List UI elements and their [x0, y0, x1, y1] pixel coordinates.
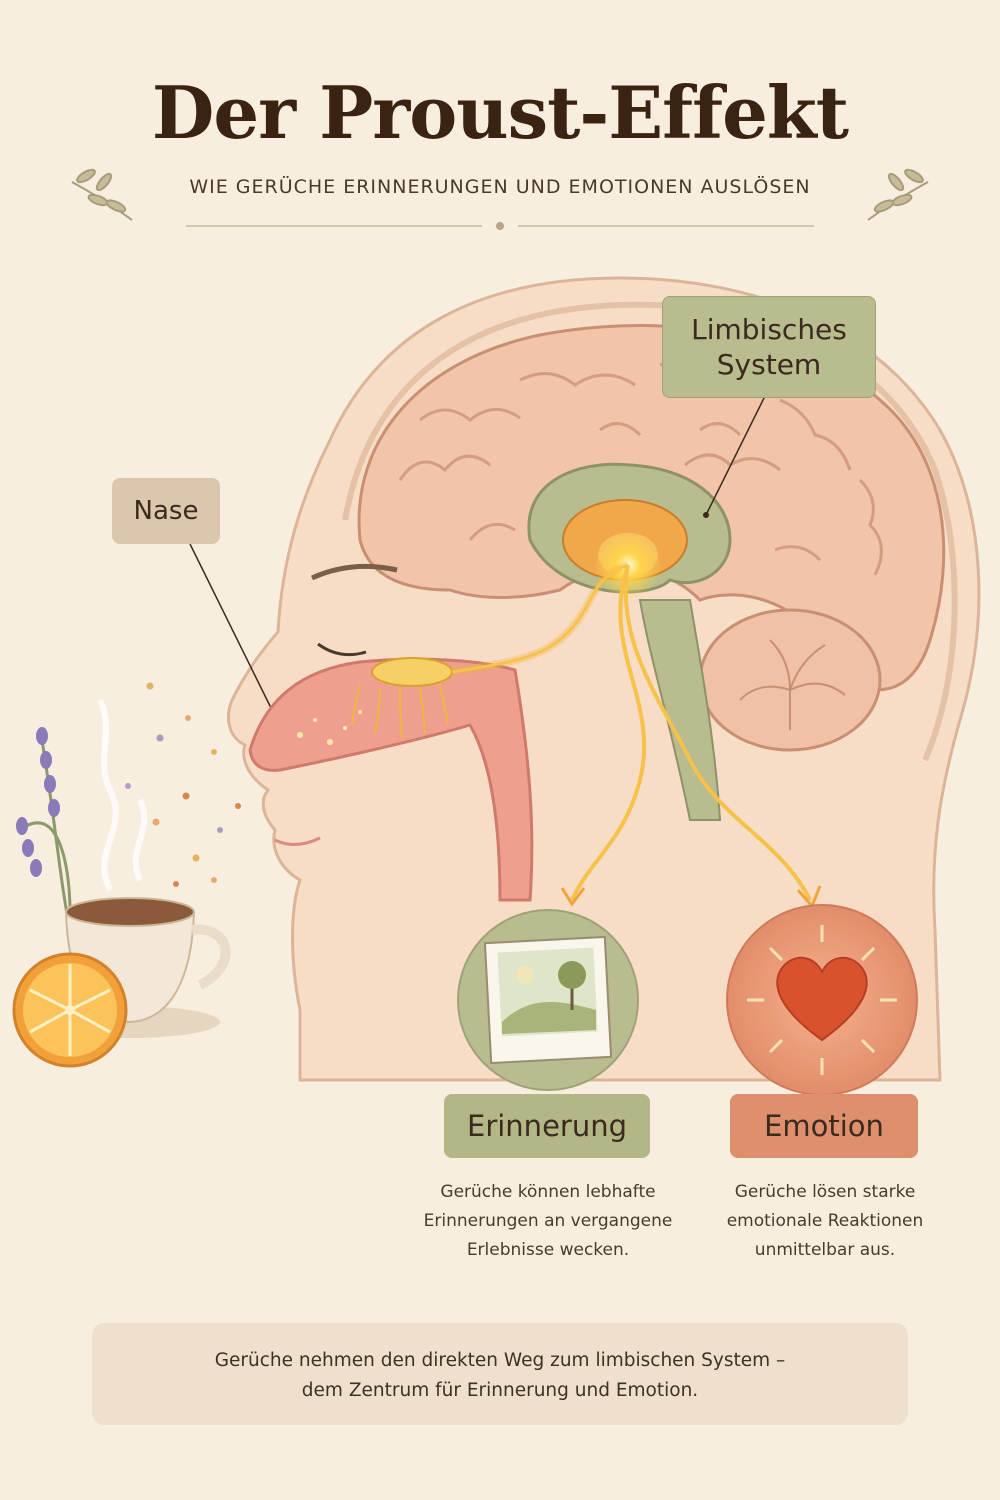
pointer-limbic	[705, 395, 766, 516]
nasal-cavity	[248, 657, 534, 902]
label-emotion: Emotion	[730, 1094, 918, 1158]
scent-particles	[125, 682, 241, 887]
leaf-sprig-icon	[71, 168, 133, 221]
arrow-to-emotion	[623, 564, 812, 901]
memory-desc-line: Erinnerungen an vergangene	[423, 1211, 673, 1231]
memory-desc-line: Gerüche können lebhafte	[440, 1182, 656, 1202]
lavender-icon	[16, 727, 72, 931]
eye	[317, 642, 367, 657]
footer-panel	[92, 1323, 908, 1425]
footer-line: Gerüche nehmen den direkten Weg zum limb…	[214, 1350, 786, 1371]
label-nose: Nase	[112, 478, 220, 544]
orange-slice-icon	[12, 952, 128, 1068]
label-memory: Erinnerung	[444, 1094, 650, 1158]
footer-line: dem Zentrum für Erinnerung und Emotion.	[301, 1380, 699, 1401]
footer-text: Gerüche nehmen den direkten Weg zum limb…	[160, 1346, 840, 1406]
page-subtitle: WIE GERÜCHE ERINNERUNGEN UND EMOTIONEN A…	[189, 176, 811, 198]
page-title: Der Proust-Effekt	[151, 70, 849, 155]
memory-desc-line: Erlebnisse wecken.	[466, 1240, 630, 1260]
leaf-sprig-icon	[867, 168, 929, 221]
emotion-desc-line: emotionale Reaktionen	[726, 1211, 924, 1231]
title-divider	[186, 222, 814, 230]
brain	[357, 324, 946, 821]
label-limbic-line2: System	[716, 348, 822, 381]
label-limbic-line1: Limbisches	[691, 313, 847, 346]
emotion-desc-line: Gerüche lösen starke	[734, 1182, 916, 1202]
label-limbic-system: Limbisches System	[662, 296, 876, 398]
olfactory-bulb	[351, 657, 453, 739]
arrow-to-memory	[570, 564, 647, 901]
photo-landscape-icon	[457, 909, 639, 1091]
emotion-desc-line: unmittelbar aus.	[754, 1240, 896, 1260]
pointer-nose	[189, 543, 273, 711]
emotion-description: Gerüche lösen starke emotionale Reaktion…	[690, 1178, 960, 1265]
memory-description: Gerüche können lebhafte Erinnerungen an …	[380, 1178, 716, 1265]
heart-glow-icon	[726, 904, 918, 1096]
steam	[97, 698, 148, 892]
